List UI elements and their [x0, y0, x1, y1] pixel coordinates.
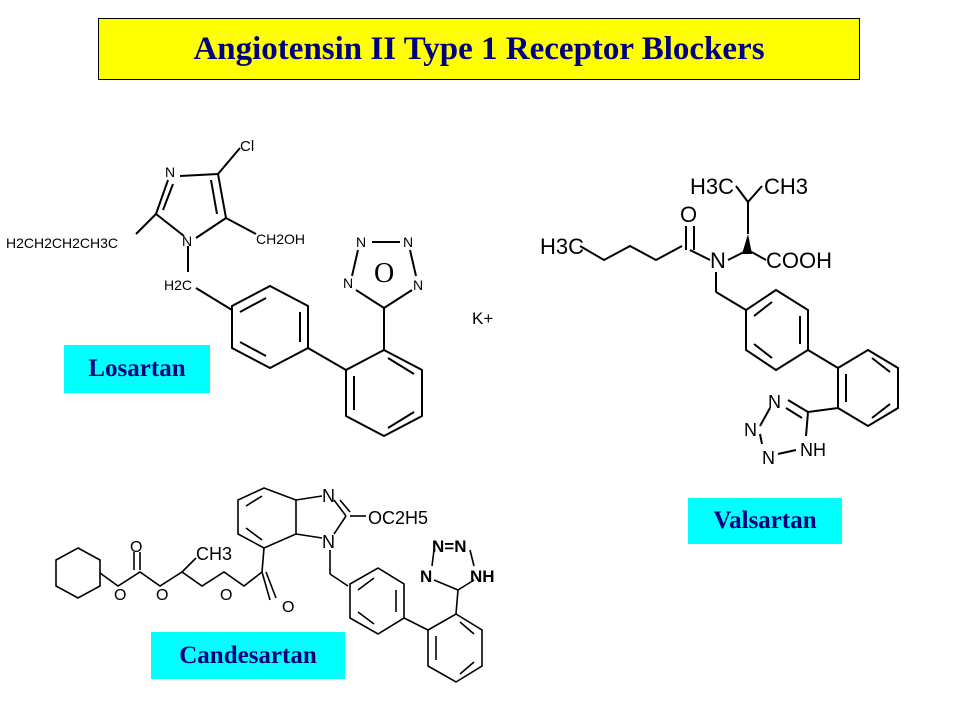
valsartan-name: Valsartan	[713, 507, 817, 534]
candesartan-structure: CH3 O O O O O N N OC2H5	[55, 486, 495, 683]
valsartan-tz-n3: N	[762, 448, 775, 468]
valsartan-cooh: COOH	[766, 248, 832, 273]
valsartan-tz-n1: N	[768, 392, 781, 412]
candesartan-cyclohexane	[55, 547, 101, 599]
losartan-atom-cl: Cl	[240, 138, 254, 155]
candesartan-ch3: CH3	[196, 544, 232, 564]
losartan-tz-n3: N	[343, 275, 353, 291]
valsartan-benzene-lower	[837, 348, 899, 428]
losartan-tz-center: O	[374, 258, 394, 289]
losartan-atom-n-top: N	[165, 164, 175, 180]
candesartan-o3: O	[220, 587, 232, 604]
valsartan-structure: H3C CH3 COOH O N H3C	[540, 174, 899, 468]
valsartan-tz-n2: N	[744, 420, 757, 440]
candesartan-benzene-lower	[427, 613, 483, 683]
losartan-benzene-upper	[231, 284, 309, 370]
losartan-h2c: H2C	[164, 277, 192, 293]
candesartan-tz-top: N=N	[432, 537, 466, 556]
losartan-structure: N N Cl H2CH2CH2CH3C CH2OH H2C	[6, 138, 493, 438]
candesartan-n-top: N	[322, 486, 335, 506]
candesartan-benzene-fused	[237, 487, 297, 549]
candesartan-n-bottom: N	[322, 532, 335, 552]
candesartan-name: Candesartan	[179, 641, 317, 669]
losartan-ch2oh: CH2OH	[256, 231, 305, 247]
page-title-text: Angiotensin II Type 1 Receptor Blockers	[193, 30, 765, 67]
losartan-tetrazole	[351, 241, 417, 309]
candesartan-o-carbonyl1: O	[130, 539, 142, 556]
losartan-counterion: K+	[472, 309, 493, 328]
valsartan-benzene-upper	[745, 288, 809, 372]
candesartan-tz-nh: NH	[470, 567, 495, 586]
candesartan-oc2h5: OC2H5	[368, 508, 428, 528]
valsartan-ch3: CH3	[764, 174, 808, 199]
valsartan-tetrazole	[759, 399, 809, 455]
losartan-label: Losartan	[64, 345, 210, 393]
losartan-benzene-lower	[345, 348, 423, 438]
losartan-atom-n-bottom: N	[182, 233, 192, 249]
valsartan-n: N	[710, 248, 726, 273]
candesartan-label: Candesartan	[151, 632, 345, 679]
valsartan-h3c-left: H3C	[540, 234, 584, 259]
valsartan-tz-nh: NH	[800, 440, 826, 460]
candesartan-tetrazole	[431, 549, 475, 591]
losartan-tz-n4: N	[413, 277, 423, 293]
losartan-name: Losartan	[88, 355, 186, 382]
valsartan-o: O	[680, 202, 697, 227]
losartan-tz-n1: N	[356, 234, 366, 250]
page-title: Angiotensin II Type 1 Receptor Blockers	[98, 18, 860, 80]
losartan-imidazole-ring	[155, 173, 227, 239]
candesartan-o2: O	[156, 587, 168, 604]
candesartan-tz-n: N	[420, 567, 432, 586]
losartan-tz-n2: N	[403, 234, 413, 250]
losartan-chain: H2CH2CH2CH3C	[6, 235, 118, 251]
candesartan-o1: O	[114, 587, 126, 604]
candesartan-o-carbonyl2: O	[282, 599, 294, 616]
candesartan-benzene-upper	[349, 567, 405, 635]
valsartan-label: Valsartan	[688, 498, 842, 544]
valsartan-h3c-top: H3C	[690, 174, 734, 199]
